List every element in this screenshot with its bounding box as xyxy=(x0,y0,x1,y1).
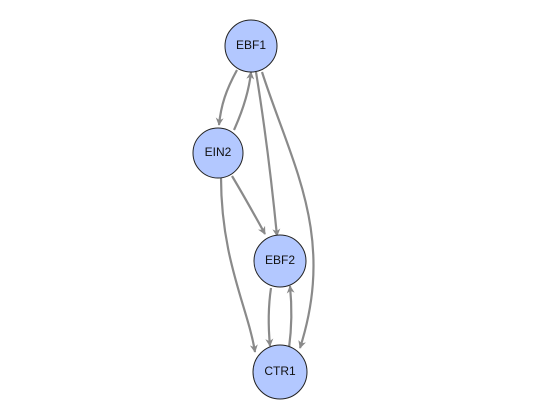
edge-ebf1-to-ebf2 xyxy=(254,71,281,237)
edge-ctr1-to-ebf2 xyxy=(286,285,295,349)
node-ebf2-circle[interactable] xyxy=(253,234,307,288)
edge-ein2-to-ctr1 xyxy=(219,176,258,353)
node-ctr1-label: CTR1 xyxy=(264,364,296,378)
edge-ebf1-to-ctr1 xyxy=(260,71,315,349)
node-ctr1-circle[interactable] xyxy=(252,344,308,400)
node-ebf1[interactable]: EBF1 xyxy=(224,19,278,73)
edge-ebf1-to-ein2 xyxy=(215,69,238,126)
node-ctr1[interactable]: CTR1 xyxy=(252,344,308,400)
node-ebf2[interactable]: EBF2 xyxy=(253,234,307,288)
edges-layer xyxy=(215,69,315,353)
node-ebf2-label: EBF2 xyxy=(265,253,295,267)
node-ein2-circle[interactable] xyxy=(192,127,244,179)
node-ein2[interactable]: EIN2 xyxy=(192,127,244,179)
node-ebf1-label: EBF1 xyxy=(236,38,266,52)
edge-ein2-to-ebf2 xyxy=(231,175,266,235)
edge-ebf2-to-ctr1 xyxy=(265,287,274,347)
node-ebf1-circle[interactable] xyxy=(224,19,278,73)
edge-ein2-to-ebf1 xyxy=(232,71,255,131)
node-ein2-label: EIN2 xyxy=(205,145,232,159)
